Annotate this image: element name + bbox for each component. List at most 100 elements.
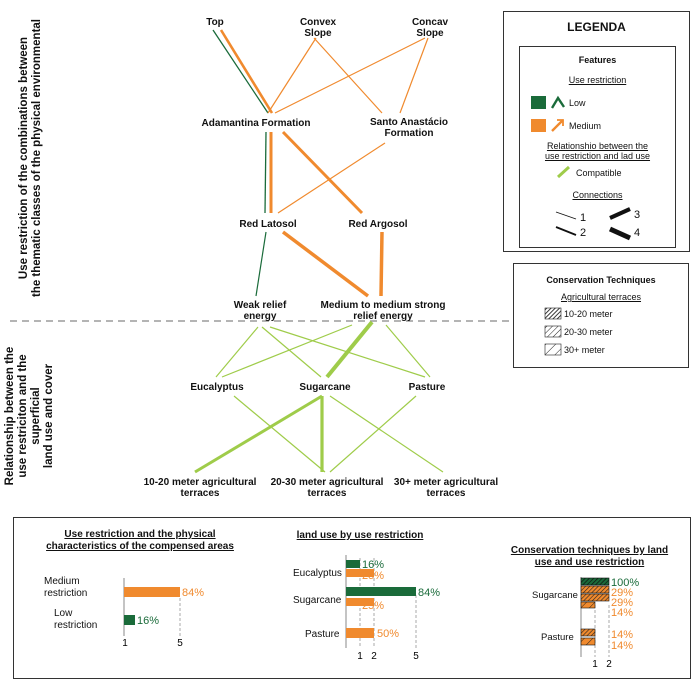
chart3-title: Conservation techniques by land use and …	[510, 545, 669, 568]
use-restriction-title: Use restriction	[568, 75, 627, 85]
conn-label-1: 1	[580, 212, 587, 224]
chart3-bar-sugarcane-t2030	[580, 593, 610, 602]
conn-top-adamantina-medium	[219, 29, 274, 114]
chart1-bar-medium	[124, 587, 180, 597]
chart2-bar-sugarcane-low	[346, 587, 416, 596]
chart1-category-medium: Medium restriction	[44, 576, 88, 599]
chart2-category-sugarcane: Sugarcane	[293, 595, 342, 606]
conn-medium-eucalyptus	[221, 324, 353, 378]
chart1-title: Use restriction and the physical charact…	[46, 529, 234, 552]
chart2-label-pasture-medium: 50%	[377, 628, 399, 640]
chart2-tick-2: 2	[371, 651, 377, 662]
conn-label-4: 4	[634, 227, 641, 239]
features-box: Features Use restriction Low Medium Rela…	[519, 46, 676, 248]
terrace-label-20-30: 20-30 meter	[564, 327, 613, 337]
conn-argosol-medium-strong	[379, 231, 384, 297]
conn-eucalyptus-t2030	[233, 395, 326, 473]
chart3-label-sugarcane-2: 29%	[611, 597, 633, 609]
conn-label-3: 3	[634, 209, 641, 221]
conn-adamantina-latosol-low	[264, 131, 267, 214]
chart3-label-pasture-0: 14%	[611, 629, 633, 641]
compatible-label: Compatible	[576, 168, 622, 178]
chart2-svg: 16% 25% 84% 25% 50% 1 2 5	[345, 555, 440, 662]
conn-santo-latosol	[277, 142, 386, 214]
node-terraces-20-30: 20-30 meter agricultural terraces	[270, 477, 384, 499]
chart1-tick-5: 5	[177, 638, 183, 649]
chart2-bar-eucalyptus-medium	[346, 569, 374, 577]
chart3-tick-1: 1	[592, 659, 598, 670]
conn-concav-santo	[399, 37, 429, 114]
chart2-bar-sugarcane-medium	[346, 598, 374, 606]
node-top: Top	[206, 17, 224, 28]
chart3-bar-pasture-t2030	[580, 637, 596, 646]
conn-adamantina-argosol	[281, 130, 364, 215]
legend-panel: LEGENDA Features Use restriction Low Med…	[503, 11, 690, 252]
chart3-category-pasture: Pasture	[541, 632, 574, 643]
conn-top-adamantina-low	[212, 29, 269, 114]
node-convex-slope: Convex Slope	[299, 17, 337, 39]
lower-side-label: Relationship between the use restriciton…	[4, 346, 55, 486]
chart2-category-eucalyptus: Eucalyptus	[293, 568, 342, 579]
chart3-category-sugarcane: Sugarcane	[532, 590, 578, 601]
chart2-label-sugarcane-medium: 25%	[362, 600, 384, 612]
chart2-category-pasture: Pasture	[305, 629, 340, 640]
conn-sugarcane-t1020	[194, 394, 323, 474]
medium-label: Medium	[569, 121, 602, 131]
low-line-icon	[551, 95, 565, 109]
conservation-panel: Conservation Techniques Agricultural ter…	[513, 263, 689, 368]
low-label: Low	[569, 98, 586, 108]
chart2-label-eucalyptus-low: 16%	[362, 559, 384, 571]
conn-medium-sugarcane	[325, 320, 374, 379]
upper-side-label: Use restriction of the combinations betw…	[18, 19, 43, 298]
chart3-label-pasture-1: 14%	[611, 640, 633, 652]
terrace-label-30-plus: 30+ meter	[564, 345, 605, 355]
conservation-title: Conservation Techniques	[546, 275, 656, 285]
chart3-label-sugarcane-1: 29%	[611, 587, 633, 599]
chart3-bar-sugarcane-t1020	[580, 585, 610, 594]
chart3-label-sugarcane-0: 100%	[611, 577, 639, 589]
chart3-label-sugarcane-3: 14%	[611, 607, 633, 619]
chart2-label-sugarcane-low: 84%	[418, 587, 440, 599]
chart2-label-eucalyptus-medium: 25%	[362, 570, 384, 582]
chart1-category-low: Low restriction	[54, 608, 98, 631]
chart3-svg: 100% 29% 29% 14% 14% 14% 1 2	[580, 577, 639, 670]
conn-weak-sugarcane	[261, 326, 322, 378]
conn-convex-adamantina	[267, 37, 317, 114]
node-sugarcane: Sugarcane	[299, 382, 351, 393]
conn-latosol-weak	[255, 231, 267, 297]
conn-label-2: 2	[580, 227, 587, 239]
low-swatch	[531, 96, 546, 109]
node-santo-anastacio-formation: Santo Anastácio Formation	[370, 117, 448, 139]
terrace-swatches	[544, 307, 562, 356]
chart3-bar-sugarcane-low	[580, 577, 610, 586]
node-adamantina-formation: Adamantina Formation	[201, 118, 311, 129]
chart2-tick-5: 5	[413, 651, 419, 662]
chart2-title: land use by use restriction	[296, 530, 424, 541]
conn-convex-santo	[313, 37, 383, 114]
chart3-tick-2: 2	[606, 659, 612, 670]
chart3-bar-pasture-t1020	[580, 628, 596, 637]
chart2-bar-pasture-medium	[346, 628, 374, 638]
chart1-svg: 84% 16% 1 5	[122, 578, 204, 649]
conn-latosol-medium-strong	[281, 230, 370, 298]
legend-title: LEGENDA	[567, 20, 626, 34]
conn-sugarcane-t30	[329, 395, 444, 473]
node-terraces-30-plus: 30+ meter agricultural terraces	[393, 477, 499, 499]
chart2-bar-eucalyptus-low	[346, 560, 360, 568]
connections-title: Connections	[572, 190, 623, 200]
medium-line-icon	[551, 119, 564, 132]
chart1-tick-1: 1	[122, 638, 128, 649]
conn-medium-pasture	[385, 324, 431, 378]
node-terraces-10-20: 10-20 meter agricultural terraces	[143, 477, 257, 499]
node-eucalyptus: Eucalyptus	[190, 382, 244, 393]
medium-swatch	[531, 119, 546, 132]
node-red-latosol: Red Latosol	[239, 219, 297, 230]
node-pasture: Pasture	[408, 382, 446, 393]
node-concav-slope: Concav Slope	[411, 17, 449, 39]
chart1-bar-low	[124, 615, 135, 625]
chart1-label-medium: 84%	[182, 587, 204, 599]
features-title: Features	[578, 55, 617, 65]
connections-widths-icon	[555, 207, 632, 241]
chart2-tick-1: 1	[357, 651, 363, 662]
terrace-label-10-20: 10-20 meter	[564, 309, 613, 319]
